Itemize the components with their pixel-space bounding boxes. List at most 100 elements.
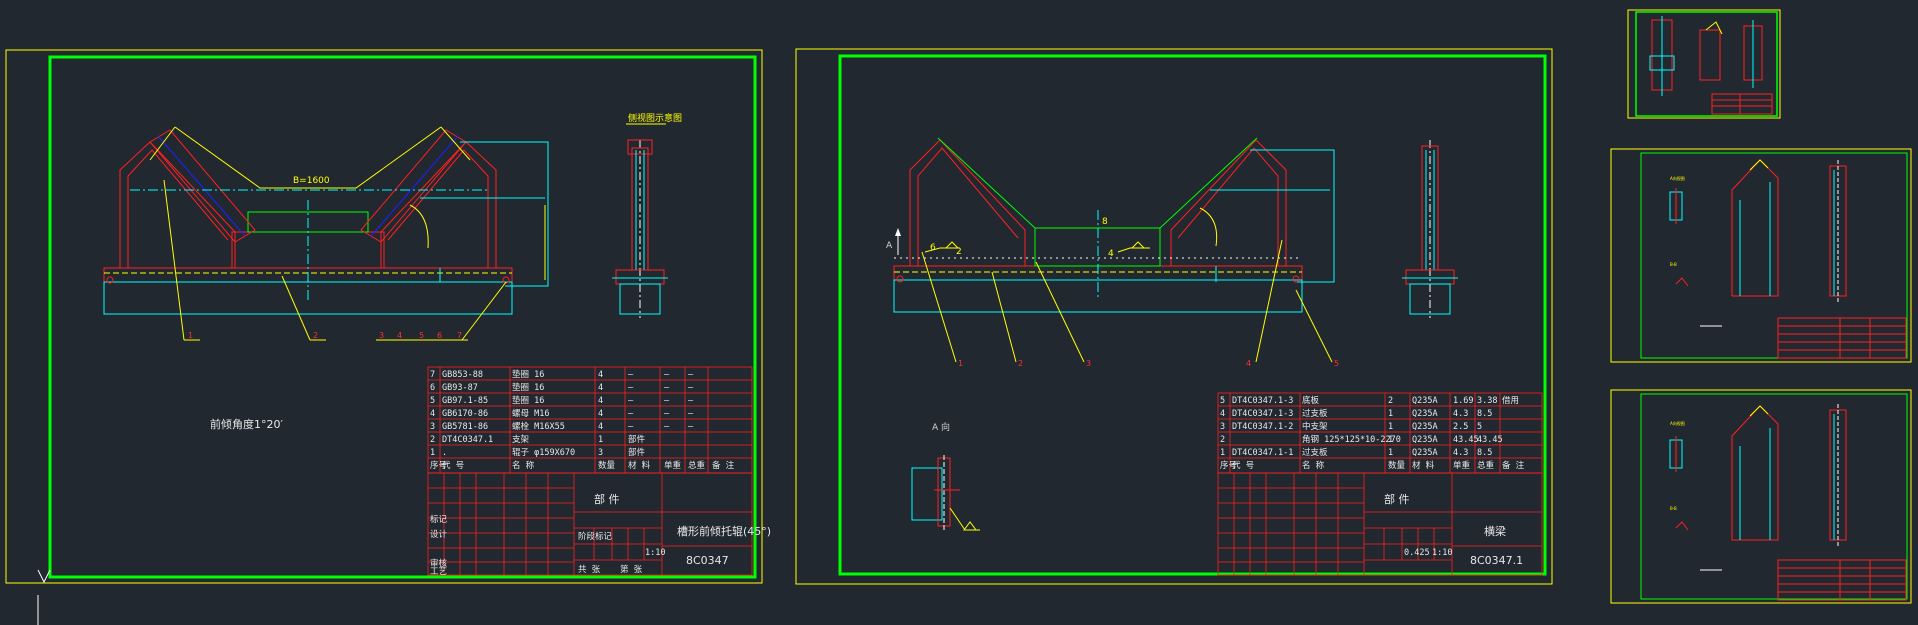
sheet-2-parts-row-3-col-1: DT4C0347.1-2 — [1232, 422, 1293, 432]
thumbnail-sheet-2: A向视图 B-B — [1610, 148, 1912, 363]
sheet-1-parts-row-3-col-4: — — [628, 422, 634, 432]
sheet-2-parts-row-1-col-3: 1 — [1388, 448, 1393, 458]
sheet-1-drawing-name: 槽形前倾托辊(45°) — [677, 524, 771, 538]
sheet-1-parts-row-2-col-2: 支架 — [512, 434, 530, 445]
sheet-1-parts-row-1-col-4: 部件 — [628, 447, 646, 458]
sheet-1-parts-row-1-col-1: . — [442, 448, 447, 458]
sheet-2-parts-row-2-col-5: 43.45 — [1453, 435, 1479, 445]
sheet-2-parts-row-2-col-6: 43.45 — [1477, 435, 1503, 445]
sheet-2-parts-row-4-col-6: 8.5 — [1477, 409, 1492, 419]
view-a-detail — [911, 455, 980, 531]
sheet-1-parts-row-4-col-1: GB6170-86 — [442, 409, 488, 419]
sheet-1-parts-row-5-col-2: 垫圈 16 — [512, 395, 544, 406]
s2-callout-5: 5 — [1334, 359, 1339, 368]
sheet-1-drawing-code: 8C0347 — [686, 554, 729, 567]
sheet-2-parts-row-1-col-5: 4.3 — [1453, 448, 1468, 458]
sheet-1-tb-process: 工艺 — [430, 567, 447, 577]
sheet-1-parts-row-7-col-2: 垫圈 16 — [512, 369, 544, 380]
sheet-1-tb-mark: 标记 — [430, 514, 448, 525]
sheet-1-tb-sheet: 第 张 — [620, 564, 643, 575]
sheet-2-leaders — [921, 239, 1333, 363]
view-a-label: A 向 — [932, 421, 950, 433]
sheet-2-drawing-name: 横梁 — [1484, 524, 1506, 538]
sheet-2-scale: 1:10 — [1432, 548, 1452, 558]
weld-mark-2: 2 — [956, 247, 962, 257]
sheet-1-parts-header-2: 名 称 — [512, 460, 535, 471]
sheet-2-title-block — [1217, 472, 1543, 576]
thumbnail-sheet-1 — [1627, 9, 1781, 119]
sheet-2-parts-row-4-col-5: 4.3 — [1453, 409, 1468, 419]
sheet-2-parts-row-5-col-6: 3.38 — [1477, 396, 1497, 406]
sheet-2-parts-row-5-col-0: 5 — [1220, 396, 1225, 406]
sheet-2-parts-list — [1217, 392, 1543, 474]
sheet-1-parts-row-6-col-2: 垫圈 16 — [512, 382, 544, 393]
sheet-2-parts-row-5-col-3: 2 — [1388, 396, 1393, 406]
sheet-1-parts-row-6-col-1: GB93-87 — [442, 383, 478, 393]
idler-side-view — [612, 139, 668, 318]
thumb-2-section: B-B — [1670, 262, 1677, 267]
sheet-2-parts-header-7: 备 注 — [1502, 460, 1525, 471]
sheet-1-parts-list — [427, 366, 753, 474]
sheet-1-parts-header-7: 备 注 — [712, 460, 735, 471]
sheet-1-parts-row-7-col-1: GB853-88 — [442, 370, 483, 380]
s2-callout-3: 3 — [1086, 359, 1091, 368]
sheet-2-parts-header-3: 数量 — [1388, 460, 1406, 471]
sheet-1-parts-row-1-col-0: 1 — [430, 448, 435, 458]
sheet-1-parts-header-1: 代 号 — [442, 460, 464, 471]
sheet-2-parts-row-3-col-6: 5 — [1477, 422, 1482, 432]
sheet-2-inner-frame — [838, 54, 1547, 576]
sheet-1-parts-row-6-col-5: — — [664, 383, 670, 393]
sheet-2-block-label: 部 件 — [1384, 492, 1410, 506]
sheet-1-parts-header-5: 单重 — [664, 460, 682, 471]
sheet-2-parts-row-5-col-2: 底板 — [1302, 395, 1320, 406]
sheet-2-parts-row-4-col-3: 1 — [1388, 409, 1393, 419]
weld-mark-8: 8 — [1102, 217, 1108, 227]
sheet-2-parts-row-3-col-3: 1 — [1388, 422, 1393, 432]
sheet-2-weight: 0.425 — [1404, 548, 1430, 558]
sheet-1-parts-row-5-col-1: GB97.1-85 — [442, 396, 488, 406]
direction-label-a: A — [886, 241, 893, 251]
sheet-2-parts-header-1: 代 号 — [1232, 460, 1254, 471]
sheet-2-parts-row-3-col-4: Q235A — [1412, 422, 1438, 432]
sheet-1-parts-row-5-col-3: 4 — [598, 396, 603, 406]
sheet-1-parts-row-3-col-0: 3 — [430, 422, 435, 432]
sheet-1-parts-row-4-col-2: 螺母 M16 — [512, 408, 549, 419]
sheet-1-parts-row-2-col-1: DT4C0347.1 — [442, 435, 493, 445]
sheet-2-parts-row-5-col-5: 1.69 — [1453, 396, 1473, 406]
callout-5: 5 — [419, 331, 424, 340]
sheet-1-parts-row-2-col-4: 部件 — [628, 434, 646, 445]
sheet-2-parts-header-6: 总重 — [1477, 460, 1495, 471]
sheet-1-parts-row-3-col-6: — — [688, 422, 694, 432]
sheet-1-parts-row-3-col-3: 4 — [598, 422, 603, 432]
sheet-2-parts-header: 序号代 号名 称数量材 料单重总重备 注 — [1220, 460, 1525, 471]
sheet-1-parts-row-6-col-4: — — [628, 383, 634, 393]
sheet-1-parts-row-5-col-0: 5 — [430, 396, 435, 406]
sheet-1-parts-row-1-col-2: 辊子 φ159X670 — [512, 447, 575, 458]
sheet-1-parts-row-4-col-3: 4 — [598, 409, 603, 419]
sheet-2-parts-row-4-col-0: 4 — [1220, 409, 1225, 419]
s2-callout-2: 2 — [1018, 359, 1023, 368]
sheet-2-parts-row-3-col-5: 2.5 — [1453, 422, 1468, 432]
sheet-2-outer-frame — [795, 48, 1553, 585]
sheet-1-parts-row-1-col-3: 3 — [598, 448, 603, 458]
sheet-2: 6 2 4 8 A 1 2 3 4 5 A 向 — [795, 48, 1553, 585]
sheet-1-parts-header-6: 总重 — [688, 460, 706, 471]
sheet-1-parts-row-4-col-4: — — [628, 409, 634, 419]
sheet-1-tb-total: 共 张 — [578, 565, 601, 575]
sheet-1-parts-row-3-col-2: 螺栓 M16X55 — [512, 421, 565, 432]
sheet-1-parts-row-5-col-5: — — [664, 396, 670, 406]
sheet-1-leaders — [163, 179, 507, 341]
sheet-2-parts-row-5-col-7: 借用 — [1502, 395, 1519, 406]
sheet-1-outer-frame — [5, 49, 763, 584]
weld-mark-4: 4 — [1108, 249, 1114, 259]
sheet-2-parts-row-5-col-4: Q235A — [1412, 396, 1438, 406]
sheet-2-parts-row-3-col-2: 中支架 — [1302, 421, 1328, 432]
sheet-1-tb-design: 设计 — [430, 529, 448, 540]
sheet-2-parts-header-0: 序号 — [1220, 460, 1237, 471]
sheet-1-parts-header-4: 材 料 — [628, 460, 651, 471]
sheet-2-parts-row-2-col-3: 1 — [1388, 435, 1393, 445]
callout-2: 2 — [313, 331, 318, 340]
sheet-1-block-label: 部 件 — [594, 492, 620, 506]
sheet-2-parts-row-1-col-2: 过支板 — [1302, 447, 1328, 458]
